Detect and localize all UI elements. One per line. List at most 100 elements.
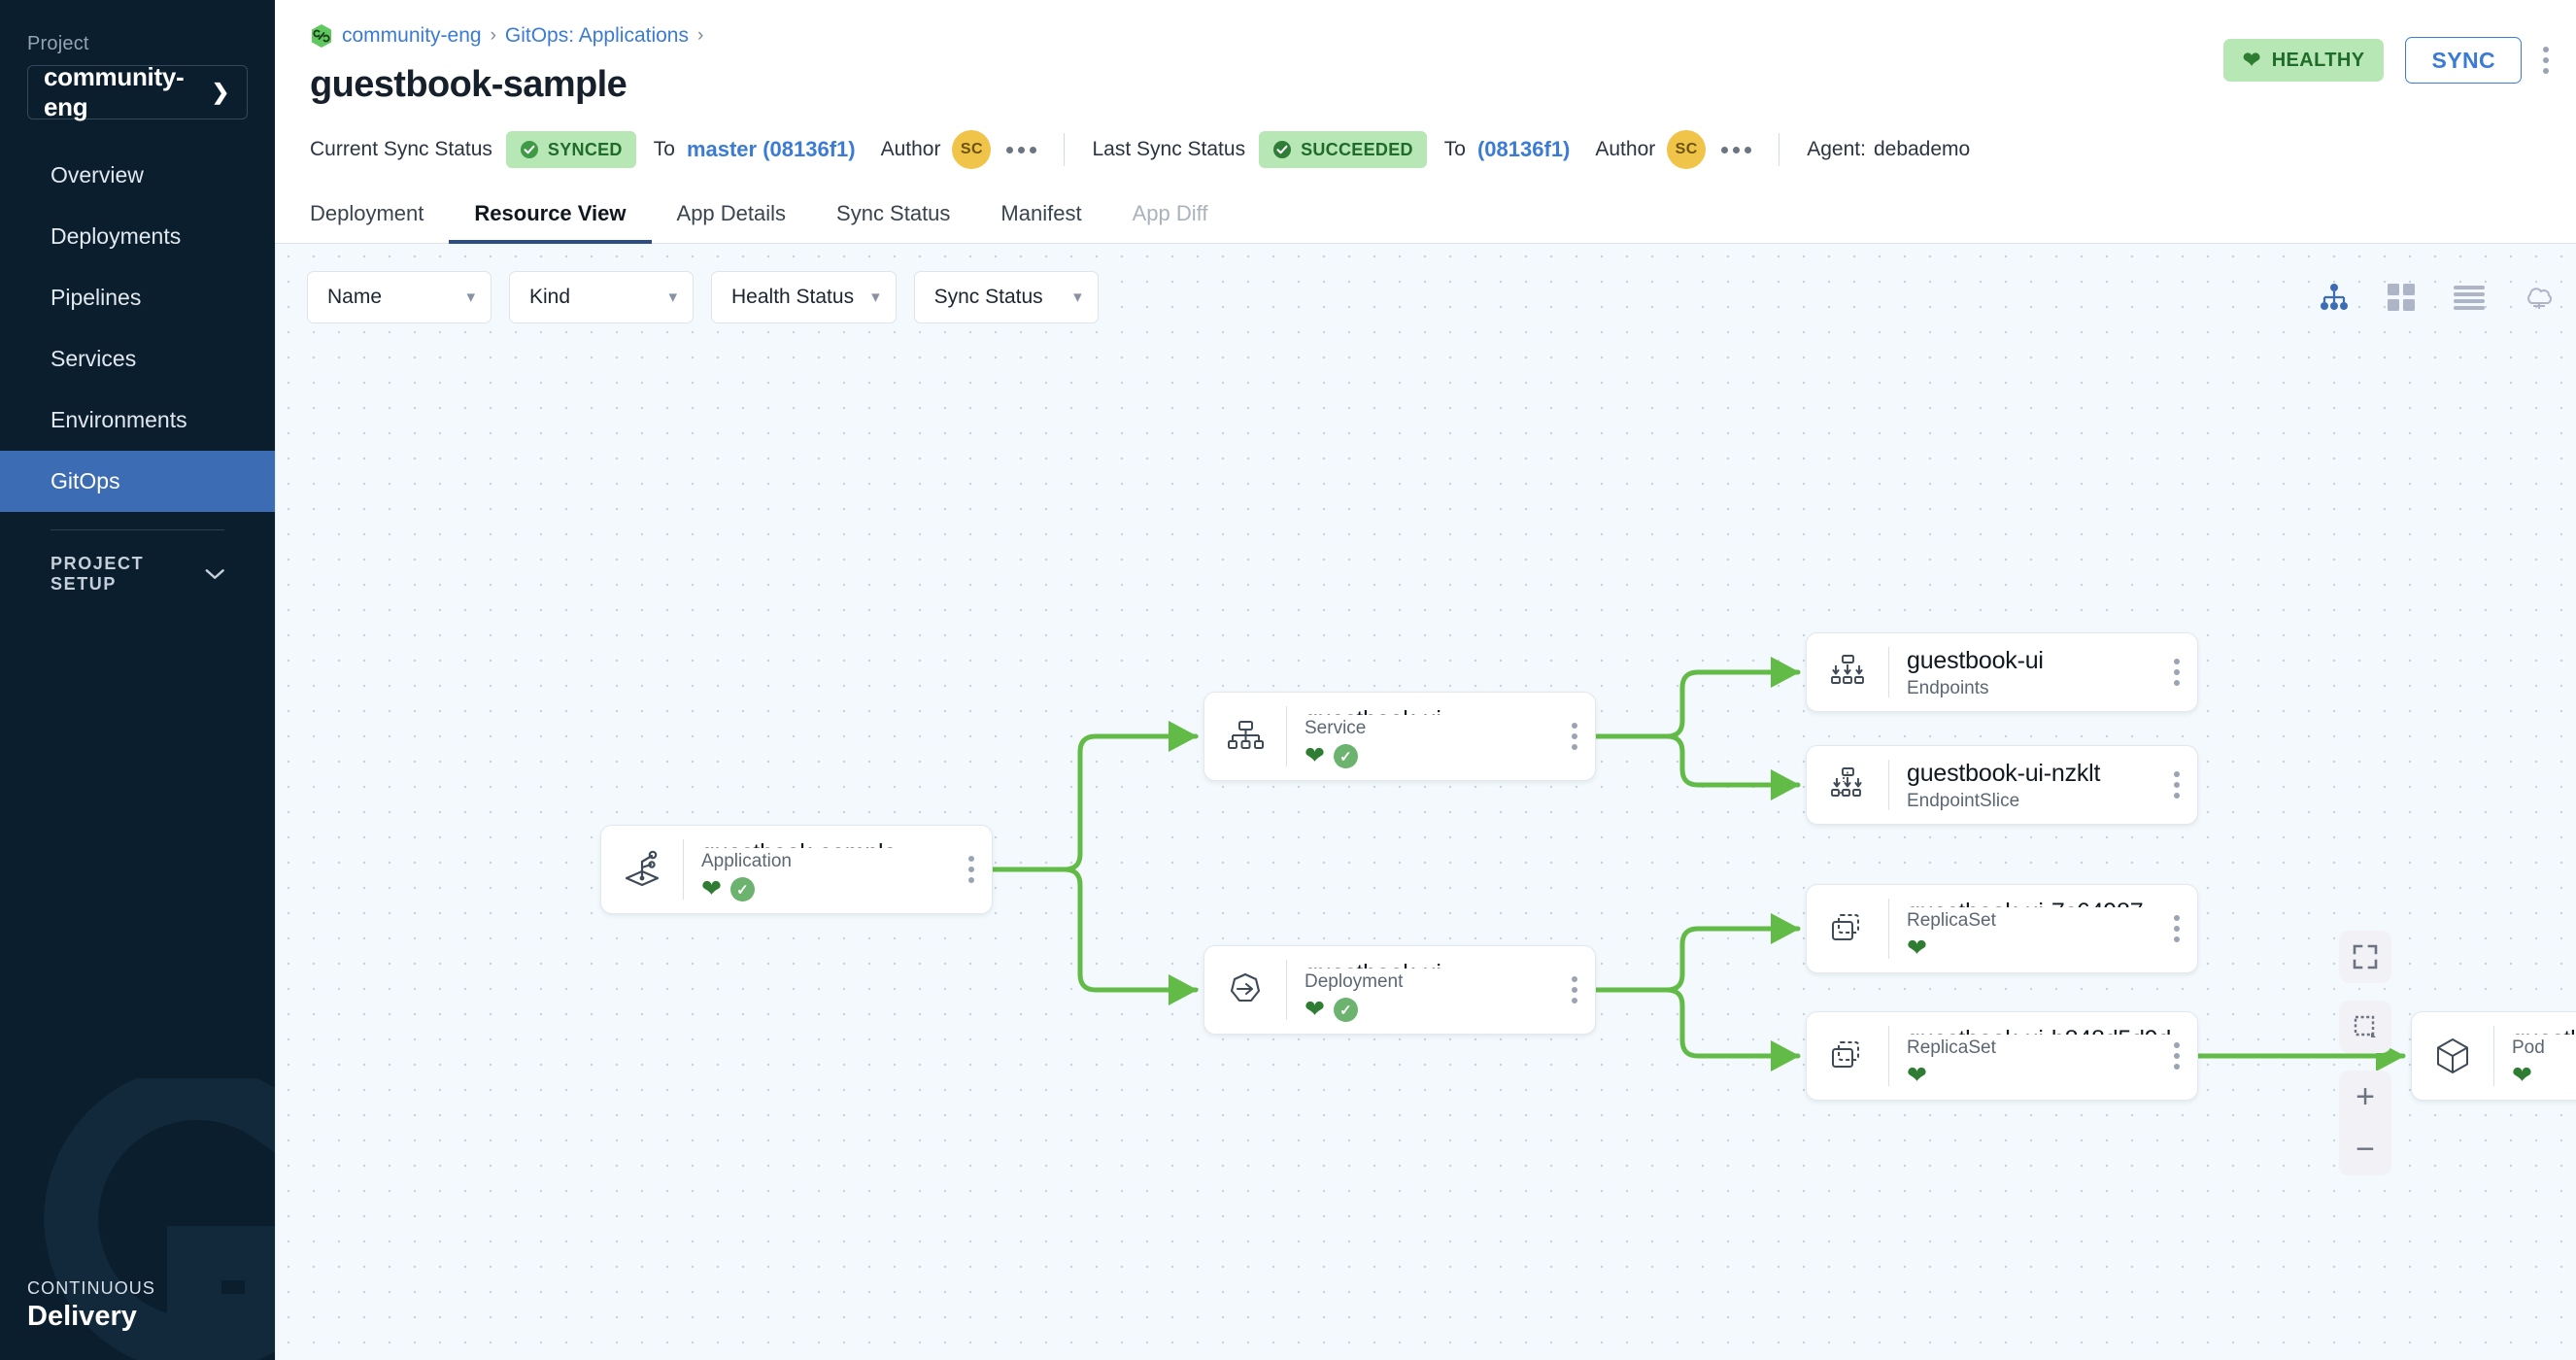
grid-view-icon[interactable] — [2388, 284, 2415, 311]
sync-button[interactable]: SYNC — [2405, 37, 2522, 84]
node-more-menu-icon[interactable] — [968, 826, 992, 913]
heart-icon: ❤ — [2243, 50, 2261, 71]
fit-screen-icon[interactable] — [2339, 931, 2391, 983]
node-title: guestbook-ui-b848d5d9d — [1907, 1026, 2174, 1035]
node-body: guestbook-ui-nzklt EndpointSlice — [1889, 746, 2174, 824]
node-title: guestbook-ui-nzklt — [1907, 760, 2174, 788]
endpointslice-icon — [1807, 746, 1888, 824]
graph-node-application[interactable]: guestbook-sample Application ❤ ✓ — [600, 825, 993, 914]
node-more-menu-icon[interactable] — [2174, 1012, 2197, 1100]
tab-resource-view[interactable]: Resource View — [449, 184, 651, 243]
sidebar-item-overview[interactable]: Overview — [0, 145, 275, 206]
last-sync-status-label: Last Sync Status — [1092, 138, 1245, 161]
chevron-down-icon: ▾ — [1073, 288, 1082, 307]
project-label: Project — [27, 33, 248, 55]
node-more-menu-icon[interactable] — [1572, 946, 1595, 1034]
project-selector[interactable]: community-eng ❯ — [27, 65, 248, 119]
sidebar-item-pipelines[interactable]: Pipelines — [0, 267, 275, 328]
current-to-label: To — [654, 138, 675, 161]
node-more-menu-icon[interactable] — [2174, 885, 2197, 972]
sidebar-item-services[interactable]: Services — [0, 328, 275, 390]
sidebar-item-label: Overview — [51, 162, 144, 188]
filter-sync-status[interactable]: Sync Status ▾ — [914, 271, 1099, 323]
graph-node-endpointslice[interactable]: guestbook-ui-nzklt EndpointSlice — [1806, 745, 2198, 825]
filter-name[interactable]: Name ▾ — [307, 271, 491, 323]
graph-node-pod[interactable]: guestbook-ui-b848d5d9... Pod ❤ — [2411, 1011, 2576, 1101]
current-sync-status-value: SYNCED — [548, 140, 623, 160]
breadcrumb-item-applications[interactable]: GitOps: Applications — [505, 24, 689, 48]
chevron-down-icon: ▾ — [871, 288, 880, 307]
breadcrumb-item-project[interactable]: community-eng — [342, 24, 482, 48]
current-commit-link[interactable]: master (08136f1) — [687, 137, 856, 162]
select-area-icon[interactable] — [2339, 1001, 2391, 1053]
node-more-menu-icon[interactable] — [2174, 633, 2197, 711]
current-sync-more-icon[interactable] — [1006, 147, 1036, 153]
resource-graph-canvas[interactable]: Name ▾ Kind ▾ Health Status ▾ Sync Statu… — [275, 244, 2576, 1360]
network-view-icon[interactable] — [2524, 284, 2555, 311]
tree-view-icon[interactable] — [2320, 284, 2349, 311]
sidebar-item-label: Services — [51, 346, 136, 372]
node-status: ❤ ✓ — [701, 877, 968, 901]
graph-edges — [276, 244, 2576, 1360]
graph-node-endpoints[interactable]: guestbook-ui Endpoints — [1806, 632, 2198, 712]
node-body: guestbook-sample Application ❤ ✓ — [684, 826, 968, 913]
filter-health-status-label: Health Status — [731, 286, 854, 309]
node-more-menu-icon[interactable] — [1572, 693, 1595, 780]
node-status: ❤ — [2512, 1064, 2576, 1088]
health-heart-icon: ❤ — [1907, 1064, 1927, 1088]
node-status: ❤ ✓ — [1305, 744, 1572, 768]
list-view-icon[interactable] — [2454, 285, 2485, 310]
main-content: community-eng › GitOps: Applications › g… — [275, 0, 2576, 1360]
last-author-label: Author — [1595, 138, 1655, 161]
project-setup-toggle[interactable]: PROJECT SETUP — [0, 550, 275, 598]
sidebar-item-environments[interactable]: Environments — [0, 390, 275, 451]
agent-info: Agent:debademo — [1807, 138, 1970, 161]
node-title: guestbook-ui — [1305, 706, 1572, 715]
tab-manifest[interactable]: Manifest — [975, 184, 1106, 243]
sidebar-item-label: Deployments — [51, 223, 181, 250]
tab-app-details[interactable]: App Details — [652, 184, 812, 243]
chevron-down-icon: ▾ — [466, 288, 475, 307]
replicaset-icon — [1807, 1012, 1888, 1100]
filter-health-status[interactable]: Health Status ▾ — [711, 271, 897, 323]
node-kind: Application — [701, 851, 968, 872]
graph-node-service[interactable]: guestbook-ui Service ❤ ✓ — [1203, 692, 1596, 781]
graph-node-deployment[interactable]: guestbook-ui Deployment ❤ ✓ — [1203, 945, 1596, 1035]
sidebar-nav: Overview Deployments Pipelines Services … — [0, 145, 275, 512]
sidebar-item-label: Pipelines — [51, 285, 141, 311]
zoom-in-icon[interactable]: + — [2339, 1071, 2391, 1123]
health-status-badge: ❤ HEALTHY — [2223, 39, 2385, 82]
breadcrumb: community-eng › GitOps: Applications › — [310, 23, 2541, 49]
sidebar-item-label: GitOps — [51, 468, 120, 494]
chevron-down-icon: ▾ — [668, 288, 677, 307]
zoom-out-icon[interactable]: − — [2339, 1123, 2391, 1175]
last-sync-status-badge: SUCCEEDED — [1259, 131, 1427, 168]
sync-status-bar: Current Sync Status SYNCED To master (08… — [275, 116, 2576, 184]
tab-sync-status[interactable]: Sync Status — [811, 184, 975, 243]
last-commit-link[interactable]: (08136f1) — [1477, 137, 1570, 162]
check-circle-icon — [520, 140, 539, 159]
status-divider — [1064, 133, 1065, 166]
node-more-menu-icon[interactable] — [2174, 746, 2197, 824]
zoom-in-out-group: + − — [2339, 1071, 2391, 1175]
current-sync-status-label: Current Sync Status — [310, 138, 492, 161]
tab-deployment[interactable]: Deployment — [310, 184, 449, 243]
node-kind: EndpointSlice — [1907, 791, 2174, 812]
node-title: guestbook-ui — [1907, 647, 2174, 675]
health-heart-icon: ❤ — [1305, 998, 1325, 1022]
node-body: guestbook-ui Service ❤ ✓ — [1287, 693, 1572, 780]
sidebar-item-gitops[interactable]: GitOps — [0, 451, 275, 512]
sidebar-item-label: Environments — [51, 407, 187, 433]
health-status-label: HEALTHY — [2272, 50, 2365, 72]
brand-footer: CONTINUOUS Delivery — [27, 1278, 155, 1333]
sidebar-item-deployments[interactable]: Deployments — [0, 206, 275, 267]
filter-name-label: Name — [327, 286, 382, 309]
node-status: ❤ — [1907, 936, 2174, 961]
filter-kind[interactable]: Kind ▾ — [509, 271, 694, 323]
graph-node-replicaset-1[interactable]: guestbook-ui-7c64987dc9 ReplicaSet ❤ — [1806, 884, 2198, 973]
graph-node-replicaset-2[interactable]: guestbook-ui-b848d5d9d ReplicaSet ❤ — [1806, 1011, 2198, 1101]
page-header: community-eng › GitOps: Applications › g… — [275, 0, 2576, 106]
node-status: ❤ ✓ — [1305, 998, 1572, 1022]
header-more-menu-icon[interactable] — [2543, 47, 2549, 74]
last-sync-more-icon[interactable] — [1721, 147, 1751, 153]
